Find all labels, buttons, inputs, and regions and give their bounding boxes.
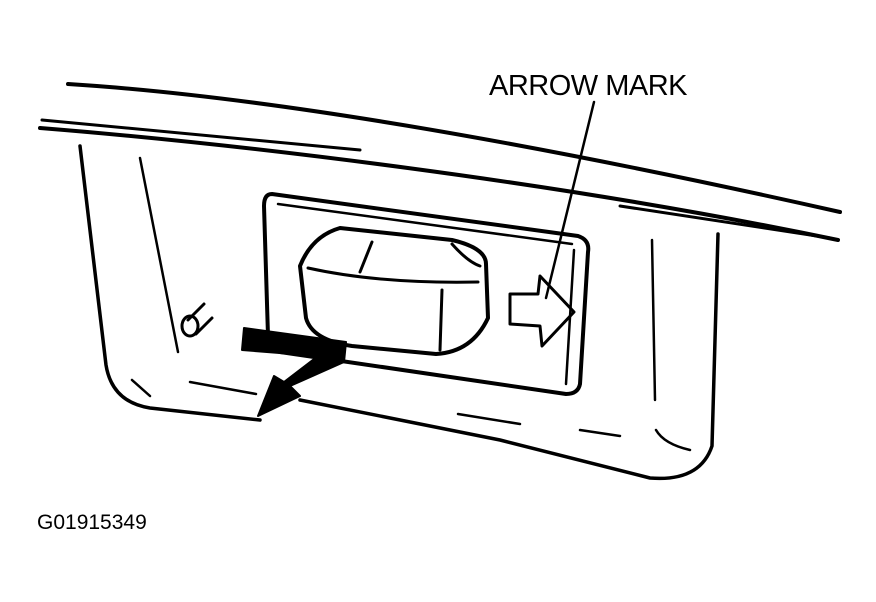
arrow-mark-label: ARROW MARK — [489, 70, 688, 102]
callout-leader-line — [544, 100, 596, 300]
locating-pin — [180, 302, 214, 338]
arrow-mark-icon — [508, 274, 576, 348]
body-panel-edge — [38, 82, 842, 242]
lamp-housing — [78, 144, 720, 481]
lamp-socket — [298, 226, 490, 356]
figure-id: G01915349 — [37, 511, 147, 534]
direction-arrow-icon — [241, 327, 347, 417]
